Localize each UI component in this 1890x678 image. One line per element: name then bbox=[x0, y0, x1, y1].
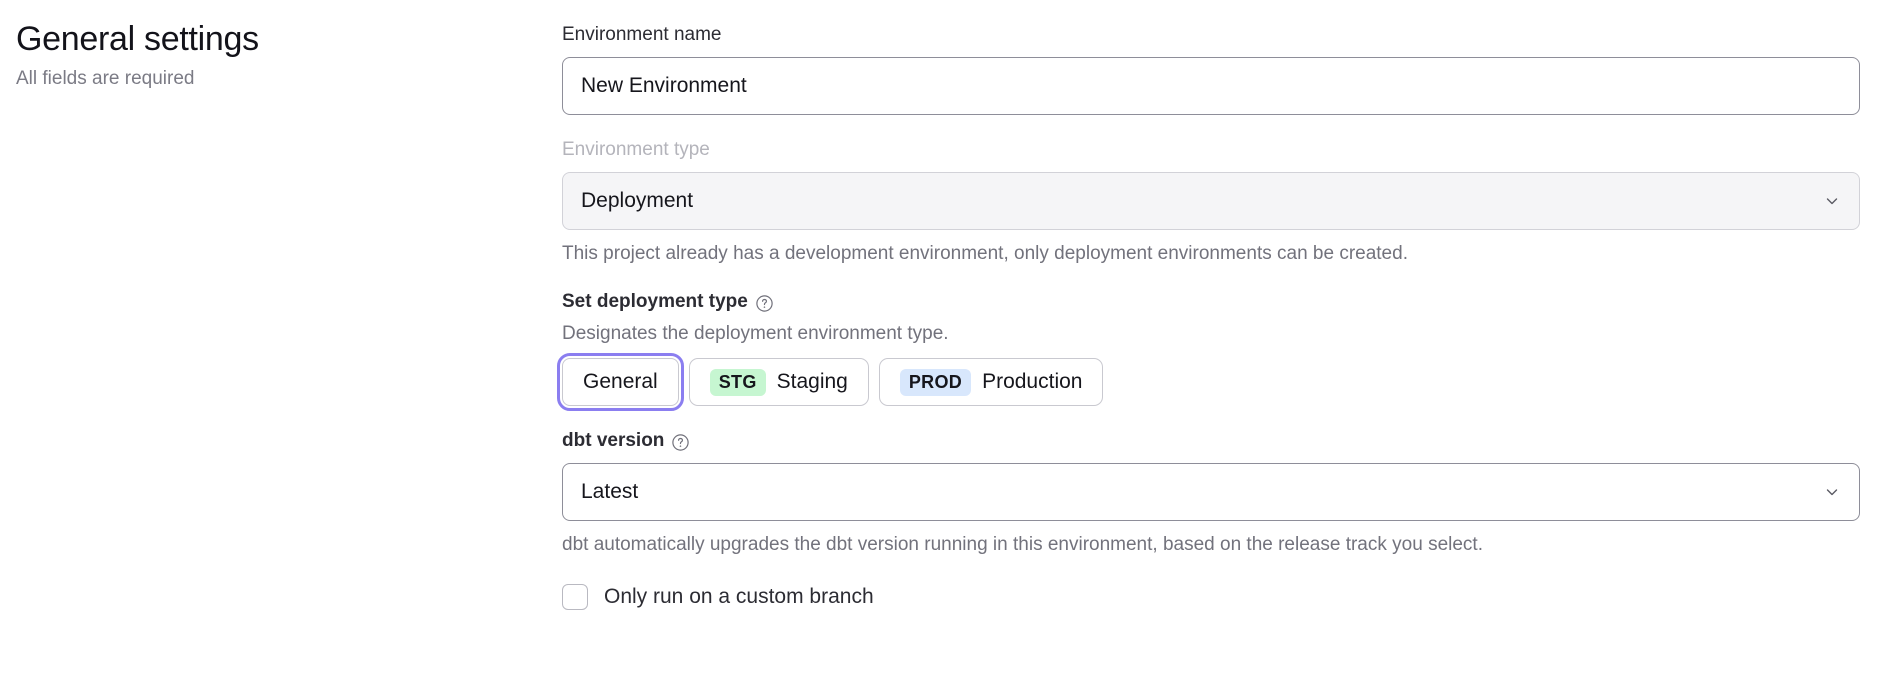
staging-badge: STG bbox=[709, 368, 766, 396]
custom-branch-row: Only run on a custom branch bbox=[562, 584, 1860, 610]
environment-name-label: Environment name bbox=[562, 24, 722, 45]
environment-type-helper-text: This project already has a development e… bbox=[562, 243, 1408, 264]
dbt-version-field-group: dbt version Latest dbt automatica bbox=[562, 428, 1860, 558]
production-badge: PROD bbox=[899, 368, 972, 396]
deployment-type-description: Designates the deployment environment ty… bbox=[562, 323, 949, 344]
deployment-type-label: Set deployment type bbox=[562, 289, 1860, 315]
settings-intro-column: General settings All fields are required bbox=[0, 0, 556, 92]
help-circle-icon[interactable] bbox=[671, 433, 690, 452]
environment-name-input[interactable]: New Environment bbox=[562, 57, 1860, 115]
dbt-version-value: Latest bbox=[581, 480, 639, 503]
page-subtitle: All fields are required bbox=[16, 68, 195, 89]
deployment-type-label-text: Set deployment type bbox=[562, 291, 748, 312]
deployment-type-option-production-label: Production bbox=[982, 370, 1083, 393]
environment-name-field-group: Environment name New Environment bbox=[562, 22, 1860, 115]
environment-type-field-group: Environment type Deployment This project… bbox=[562, 137, 1860, 267]
environment-type-label: Environment type bbox=[562, 139, 710, 160]
deployment-type-option-staging[interactable]: STG Staging bbox=[688, 358, 869, 406]
dbt-version-label-text: dbt version bbox=[562, 430, 665, 451]
environment-type-select[interactable]: Deployment bbox=[562, 172, 1860, 230]
help-circle-icon[interactable] bbox=[755, 294, 774, 313]
dbt-version-helper-text: dbt automatically upgrades the dbt versi… bbox=[562, 534, 1483, 555]
custom-branch-checkbox[interactable] bbox=[562, 584, 588, 610]
deployment-type-option-production[interactable]: PROD Production bbox=[878, 358, 1104, 406]
deployment-type-field-group: Set deployment type Designates the deplo… bbox=[557, 289, 1860, 411]
dbt-version-label: dbt version bbox=[562, 428, 1860, 454]
deployment-type-option-staging-label: Staging bbox=[776, 370, 848, 393]
custom-branch-label[interactable]: Only run on a custom branch bbox=[604, 585, 874, 608]
settings-form-column: Environment name New Environment Environ… bbox=[556, 0, 1890, 610]
environment-name-value: New Environment bbox=[581, 74, 747, 97]
chevron-down-icon bbox=[1823, 192, 1841, 210]
deployment-type-options: General STG Staging PROD Production bbox=[557, 353, 1860, 411]
deployment-type-option-general-label: General bbox=[583, 370, 658, 393]
deployment-type-option-general[interactable]: General bbox=[557, 353, 684, 411]
page-title: General settings bbox=[16, 20, 259, 58]
dbt-version-select[interactable]: Latest bbox=[562, 463, 1860, 521]
chevron-down-icon bbox=[1823, 483, 1841, 501]
environment-type-value: Deployment bbox=[581, 189, 694, 212]
